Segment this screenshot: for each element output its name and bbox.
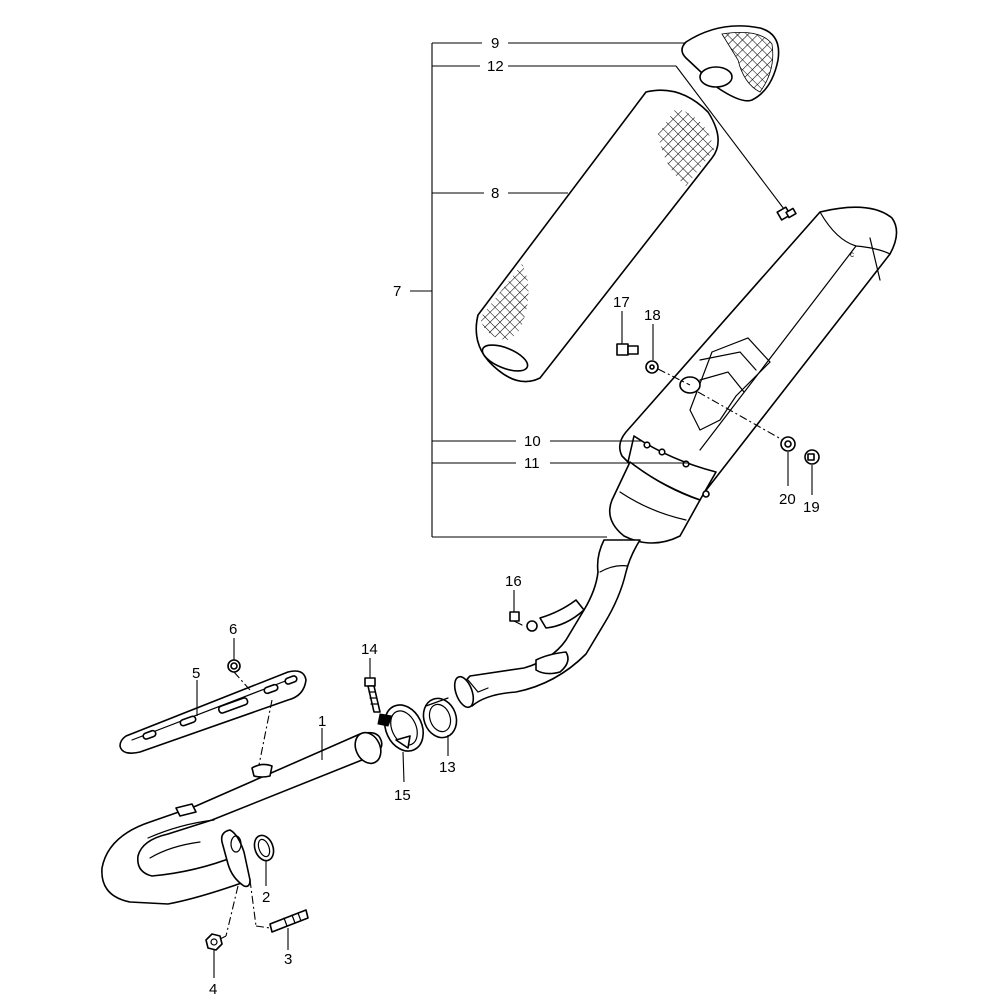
callout-label-15: 15 (394, 787, 411, 804)
heat-shield-part-5 (119, 670, 307, 754)
callout-label-1: 1 (318, 713, 326, 730)
stud-part-3 (269, 909, 309, 950)
callout-label-2: 2 (262, 889, 270, 906)
callout-label-12: 12 (487, 58, 504, 75)
collar-part-19 (804, 449, 820, 495)
gasket-part-2 (253, 834, 275, 886)
bolt-part-14 (364, 658, 381, 713)
callout-label-9: 9 (491, 35, 499, 52)
callout-label-19: 19 (803, 499, 820, 516)
callout-label-7: 7 (393, 283, 401, 300)
nut-part-4 (205, 933, 223, 978)
gasket-part-13 (422, 697, 458, 756)
callout-label-3: 3 (284, 951, 292, 968)
clamp-part-15 (377, 704, 425, 783)
callout-label-14: 14 (361, 641, 378, 658)
callout-label-11: 11 (524, 455, 540, 472)
mid-pipe (453, 539, 641, 709)
muffler-cover-part-8 (475, 89, 719, 383)
callout-label-6: 6 (229, 621, 237, 638)
header-pipe-part-1 (101, 728, 383, 905)
callout-label-16: 16 (505, 573, 522, 590)
callout-label-20: 20 (779, 491, 796, 508)
washer-part-18 (645, 324, 659, 374)
grommet-part-20 (780, 436, 796, 486)
callout-label-10: 10 (524, 433, 541, 450)
muffler-marking-text: c (850, 250, 854, 259)
assembly-7-bracket (410, 42, 607, 538)
bolt-part-17 (616, 311, 639, 356)
callout-label-13: 13 (439, 759, 456, 776)
callout-label-18: 18 (644, 307, 661, 324)
end-cap-part-9 (681, 25, 780, 102)
bolt-part-6 (227, 638, 251, 691)
callout-label-17: 17 (613, 294, 630, 311)
muffler-body: c (608, 206, 898, 544)
callout-label-8: 8 (491, 185, 499, 202)
callout-label-4: 4 (209, 981, 217, 998)
bolt-part-12 (776, 206, 797, 221)
callout-label-5: 5 (192, 665, 200, 682)
bolt-part-16 (509, 590, 523, 626)
